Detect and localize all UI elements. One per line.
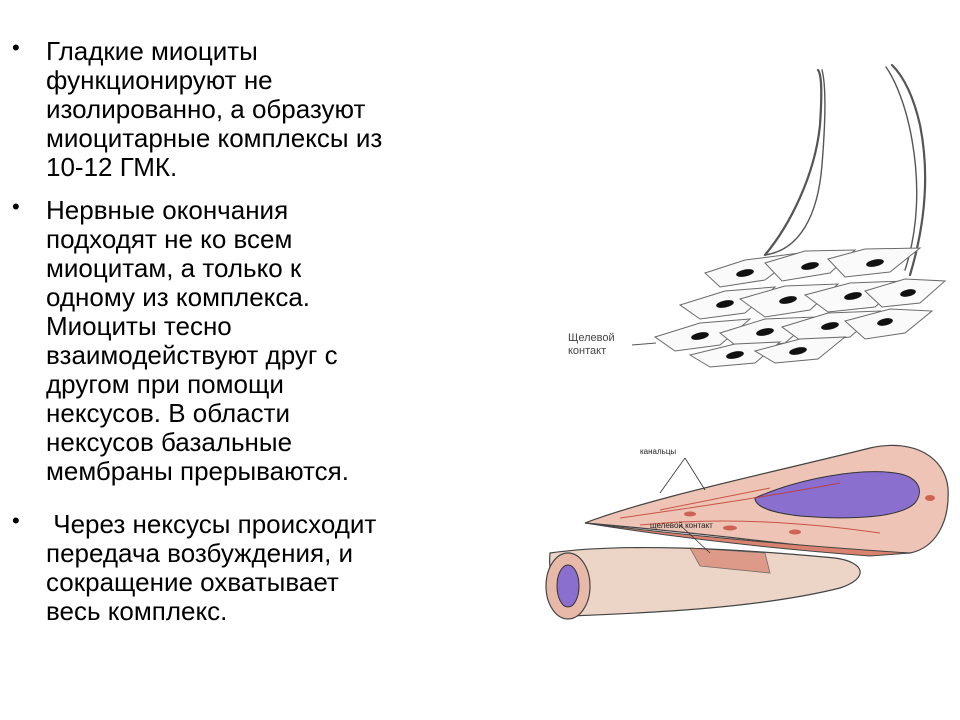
nucleus <box>691 332 709 340</box>
myocyte-complex-illustration: Щелевой контакт <box>568 63 947 368</box>
label-pointer <box>679 524 711 554</box>
myofilaments <box>619 482 881 534</box>
gap-junction-area <box>689 547 771 574</box>
nucleus <box>736 269 754 277</box>
nerve-fiber <box>764 69 826 256</box>
gap-junction-label-line1: Щелевой <box>568 332 615 344</box>
channels-label: канальцы <box>640 447 676 456</box>
nucleus-long <box>754 471 920 519</box>
bullet-list: • Гладкие миоциты функционируют не изоли… <box>12 35 383 626</box>
bullet-marker: • <box>12 508 20 533</box>
myofilament <box>619 482 841 519</box>
nucleus <box>789 347 807 355</box>
gap-label: щелевой контакт <box>650 521 713 530</box>
gap-junction-label: Щелевой контакт <box>568 332 618 357</box>
myofilament <box>659 487 771 511</box>
label-pointer <box>659 457 686 494</box>
nerve-fiber <box>885 66 918 271</box>
bullet-text: Через нексусы происходит передача возбуж… <box>46 509 377 626</box>
myofilament <box>639 520 881 534</box>
dense-body <box>684 511 696 517</box>
nucleus <box>866 259 884 267</box>
nucleus <box>821 322 839 330</box>
label-pointer <box>631 342 657 346</box>
nucleus <box>779 296 797 304</box>
nucleus <box>716 300 734 308</box>
gap-junction-label-line2: контакт <box>568 345 606 357</box>
nucleus <box>756 328 774 336</box>
nerve-fibers <box>763 63 927 277</box>
nucleus <box>900 289 916 297</box>
smooth-muscle-cell-section: канальцы щелевой контакт <box>545 444 949 620</box>
nuclei <box>691 259 916 359</box>
dense-body <box>723 525 737 531</box>
dense-body <box>789 529 801 535</box>
nerve-fiber <box>763 68 823 257</box>
dense-body <box>925 495 935 501</box>
label-pointer <box>684 457 706 491</box>
cell-cut-face <box>584 522 911 557</box>
nucleus <box>726 351 744 359</box>
bullet-text: Гладкие миоциты функционируют не изолиро… <box>46 36 383 182</box>
nerve-fiber <box>890 63 927 277</box>
dense-bodies <box>684 495 935 535</box>
bullet-marker: • <box>12 35 20 60</box>
nucleus <box>844 292 862 300</box>
neighbor-nucleus <box>556 564 580 608</box>
bullet-text: Нервные окончания подходят не ко всем ми… <box>46 195 349 486</box>
bullet-marker: • <box>12 194 20 219</box>
nucleus <box>877 318 893 326</box>
nucleus <box>801 262 819 270</box>
